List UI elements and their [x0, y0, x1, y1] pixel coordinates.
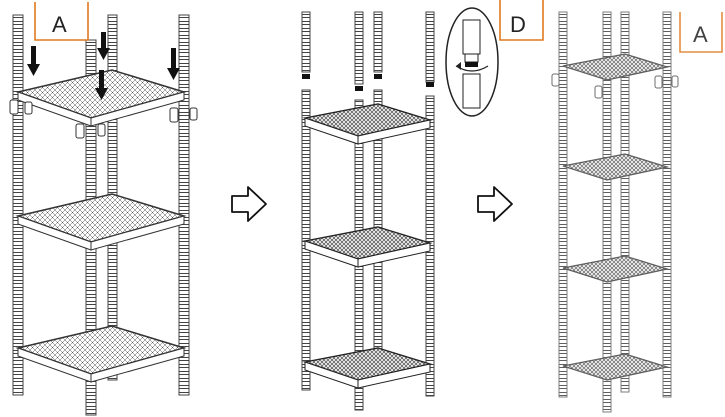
shelf-frame	[357, 119, 431, 145]
post	[602, 11, 612, 413]
sleeve-clips	[551, 73, 679, 99]
post	[558, 11, 568, 398]
connector-detail-callout	[445, 7, 499, 117]
post	[662, 11, 672, 398]
shelf-frame	[90, 91, 185, 127]
arrow-down-solid-icon	[167, 48, 180, 80]
sleeve-clips	[9, 99, 198, 139]
post	[178, 14, 190, 396]
shelf-frame	[90, 347, 185, 383]
wire-shelf	[15, 193, 187, 243]
part-label-box: D	[499, 0, 544, 41]
extension-post	[425, 11, 435, 83]
step1-shelf-unit: A	[9, 2, 198, 416]
part-label-box: A	[679, 12, 723, 53]
wire-shelf	[562, 255, 670, 283]
step2-shelf-unit: D	[301, 0, 544, 411]
part-label: A	[693, 22, 708, 47]
shelf-frame	[357, 363, 431, 389]
rotate-connect-icon	[455, 62, 489, 72]
part-label: D	[510, 12, 526, 37]
wire-shelf	[562, 353, 670, 381]
extension-post	[301, 11, 311, 73]
shelf-frame	[357, 242, 431, 268]
extension-post	[373, 11, 383, 73]
post	[620, 11, 630, 393]
arrow-down-solid-icon	[27, 46, 40, 76]
arrow-down-solid-icon	[97, 32, 110, 60]
shelf-frame	[90, 215, 185, 251]
extension-post	[354, 11, 364, 85]
part-label: A	[52, 12, 67, 37]
arrow-right-outline-icon	[477, 186, 513, 222]
wire-shelf	[562, 153, 670, 181]
arrow-down-solid-icon	[95, 70, 108, 100]
wire-shelf	[562, 53, 670, 81]
part-label-box: A	[34, 2, 89, 41]
wire-shelf	[15, 325, 187, 375]
step3-shelf-unit: A	[551, 11, 723, 413]
post	[12, 14, 24, 396]
arrow-right-outline-icon	[231, 186, 267, 222]
